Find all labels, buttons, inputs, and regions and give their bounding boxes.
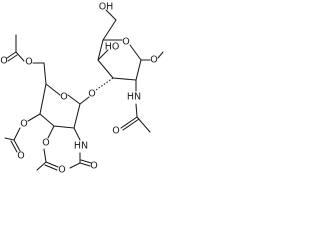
- bond-acetate3-c-o: [45, 161, 59, 168]
- ring1-oxygen-label: O: [122, 37, 129, 48]
- ring1-hydroxyl-label: HO: [105, 42, 120, 53]
- bond-r2-c5-o5: [45, 83, 61, 96]
- bond-c3-c2: [112, 77, 137, 81]
- ring2-amide-nh-label: HN: [74, 141, 88, 152]
- bond-r2-c1-c2: [73, 103, 81, 129]
- bond-amide-methyl: [136, 116, 151, 133]
- bond-c5-c6: [102, 19, 117, 41]
- bond-c5-c4: [97, 39, 104, 61]
- bond-r2-c5-c6: [43, 62, 47, 85]
- bond-acetate3-o-c: [43, 148, 47, 163]
- bond-r2-amide-c-o-double: [80, 159, 92, 164]
- bond-acetate4-c-o-double: [10, 140, 18, 153]
- ring2-amide-carbonyl-o-label: O: [90, 161, 97, 172]
- bond-acetate3-c-o-double: [44, 164, 58, 171]
- methoxy-oxygen-label: O: [150, 55, 157, 66]
- ring1-amide-nh-label: HN: [127, 92, 141, 103]
- bond-c4-c3: [97, 59, 114, 79]
- acetate4-carbonyl-o-label: O: [17, 151, 24, 162]
- ring2-oxygen-label: O: [60, 92, 67, 103]
- bond-ome-methyl: [157, 51, 164, 59]
- bond-amide-c-o: [120, 116, 138, 129]
- bond-r2-c4-c5: [39, 83, 47, 115]
- acetate4-ester-o-label: O: [20, 119, 27, 130]
- bond-c4-oh: [97, 49, 109, 61]
- molecular-structure: O OH O HO O HN O O O O O O O O HN O: [0, 2, 164, 176]
- bond-r2-c3-c4: [39, 113, 55, 127]
- bond-r2-c2-c3: [53, 125, 75, 129]
- bond-c1-o5: [129, 44, 142, 61]
- bond-amide-c-o-double: [122, 118, 140, 131]
- ring1-amide-carbonyl-o-label: O: [112, 126, 119, 137]
- bond-acetate3-methyl: [36, 161, 47, 171]
- bond-acetate4-o-c: [13, 127, 21, 141]
- bond-r2-amide-c-o: [79, 162, 91, 167]
- bond-r2-c4-o: [27, 113, 41, 122]
- glycosidic-oxygen-label: O: [88, 89, 95, 100]
- bond-c3-glycosidic-o: [95, 77, 114, 91]
- bond-c2-c1: [135, 59, 142, 81]
- bond-r2-c2-n: [73, 127, 81, 141]
- bond-r2-o5-c1: [67, 94, 81, 105]
- bond-acetate6-c-o: [6, 51, 17, 59]
- bond-acetate6-c-o-double: [7, 54, 18, 62]
- bond-n-c-amide: [135, 103, 138, 118]
- ring-1-bonds: [95, 9, 164, 133]
- bond-acetate6-o-c: [15, 51, 25, 62]
- bond-acetate4-c-o: [13, 139, 21, 152]
- bond-r2-c1-glycosidic-o: [79, 96, 90, 105]
- ring-2-bonds: [4, 34, 92, 171]
- acetate3-ester-o-label: O: [42, 138, 49, 149]
- atom-labels: O OH O HO O HN O O O O O O O O HN O: [0, 2, 157, 176]
- bond-c6-oh: [105, 9, 117, 21]
- bond-acetate4-methyl: [4, 137, 15, 141]
- bond-r2-amide-methyl: [69, 162, 81, 169]
- acetate6-ester-o-label: O: [25, 57, 32, 68]
- hydroxymethyl-oh-label: OH: [99, 2, 114, 13]
- acetate3-carbonyl-o-label: O: [58, 165, 65, 176]
- bond-r2-c3-o: [47, 125, 55, 139]
- acetate6-carbonyl-o-label: O: [0, 56, 7, 67]
